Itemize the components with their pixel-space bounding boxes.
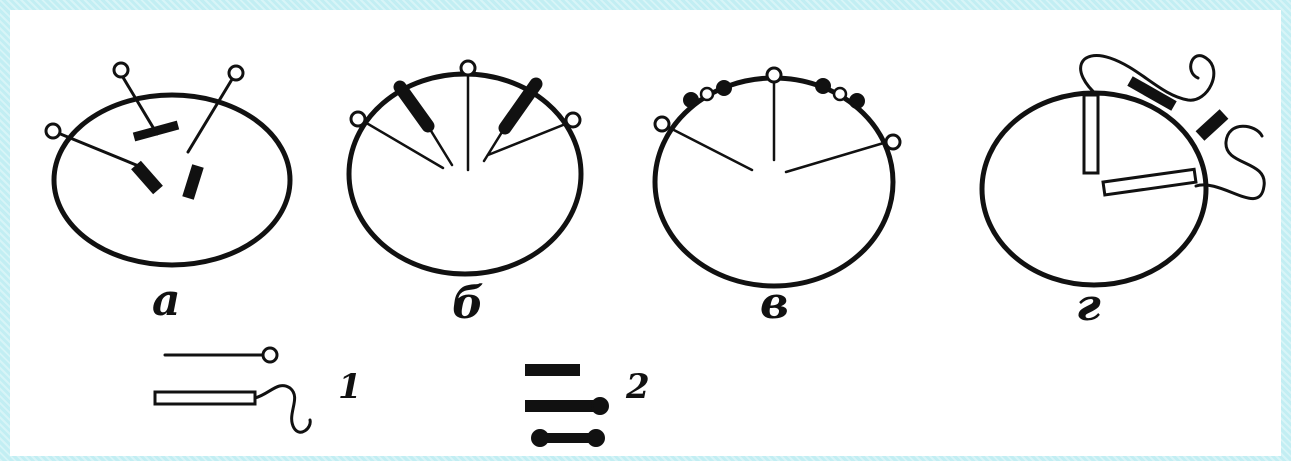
legend-1-bar [153,390,257,406]
kinetochore-b3 [564,111,582,129]
panel-a-diagram [44,61,293,268]
thread-b3 [486,121,570,157]
chromatid-c2 [699,86,715,102]
chromatid-c3 [716,80,732,96]
panel-c-diagram [652,66,902,289]
loop-d-upper [1079,54,1216,102]
thread-b2 [361,119,445,170]
chromatid-c1 [683,92,699,108]
panel-label-b: б [452,278,484,329]
legend-1-tail [253,384,312,434]
legend-2-pair-right [587,429,605,447]
thread-c3 [784,140,889,174]
chromosome-a1 [132,120,180,142]
legend-number-1: 1 [338,367,362,407]
bar-d-vertical [1082,93,1100,175]
bar-d-horizontal [1101,167,1198,197]
panel-d-diagram [979,54,1266,288]
chromosome-a3 [182,164,204,200]
kinetochore-b1 [459,59,477,77]
diagram-panel [10,10,1281,456]
cell-outline-a [51,92,293,268]
loop-d-right [1194,124,1266,201]
legend-1-symbols [153,346,312,434]
chromosome-a2 [131,160,163,195]
kinetochore-c3 [884,133,902,151]
chromosome-d1 [1127,76,1177,111]
kinetochore-b2 [349,110,367,128]
panel-label-d: г [1076,280,1101,331]
kinetochore-a1 [112,61,130,79]
kinetochore-c1 [765,66,783,84]
panel-b-diagram [346,59,584,277]
thread-c2 [666,125,754,172]
legend-2-centromere-a [591,397,609,415]
chromatid-c5 [832,86,848,102]
chromatid-c6 [849,93,865,109]
panel-label-a: а [152,275,181,326]
cell-outline-b [346,71,584,277]
chromosome-b1 [393,80,435,133]
kinetochore-a2 [227,64,245,82]
legend-number-2: 2 [625,367,650,407]
chromosome-d2 [1195,109,1229,141]
legend-1-kinetochore [261,346,279,364]
thread-a2 [186,74,236,154]
panel-label-c: в [760,278,789,329]
thread-a3 [56,131,143,169]
legend-2-symbols [525,364,609,447]
chromosome-b2 [498,77,543,135]
chromatid-c4 [815,78,831,94]
kinetochore-c2 [653,115,671,133]
thread-a1 [119,72,159,136]
kinetochore-a3 [44,122,62,140]
